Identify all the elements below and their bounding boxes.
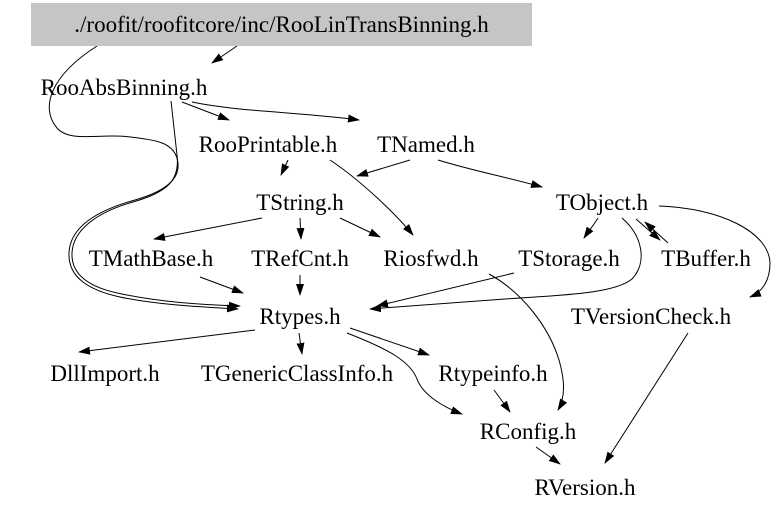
- graph-node-RVersion[interactable]: RVersion.h: [534, 475, 636, 500]
- graph-node-RooPrintable[interactable]: RooPrintable.h: [198, 132, 338, 157]
- edge-TStorage-to-Rtypes: [376, 272, 515, 308]
- graph-node-TString[interactable]: TString.h: [256, 190, 344, 215]
- edge-Rtypeinfo-to-RConfig: [493, 389, 511, 413]
- edge-TString-to-TMathBase: [153, 217, 263, 241]
- graph-node-RConfig[interactable]: RConfig.h: [479, 419, 577, 444]
- graph-node-Riosfwd[interactable]: Riosfwd.h: [383, 246, 479, 271]
- graph-node-main[interactable]: ./roofit/roofitcore/inc/RooLinTransBinni…: [31, 3, 532, 46]
- edge-Rtypes-to-DllImport: [78, 329, 256, 355]
- graph-node-TGenericClassInfo[interactable]: TGenericClassInfo.h: [200, 361, 394, 386]
- graph-node-TNamed[interactable]: TNamed.h: [377, 132, 475, 157]
- edge-TString-to-Riosfwd: [339, 217, 381, 238]
- edge-Rtypes-to-RConfig: [346, 332, 463, 415]
- edge-TObject-to-Rtypes: [369, 217, 642, 313]
- graph-node-Rtypeinfo[interactable]: Rtypeinfo.h: [438, 361, 548, 386]
- edge-TObject-to-TVersionCheck: [658, 205, 771, 298]
- graph-node-DllImport[interactable]: DllImport.h: [50, 361, 160, 386]
- edge-TString-to-TRefCnt: [296, 217, 305, 240]
- edge-Riosfwd-to-RConfig: [488, 273, 568, 411]
- edge-main-to-RooAbsBinning: [211, 45, 238, 64]
- edge-RooAbsBinning-to-Rtypes: [71, 100, 241, 310]
- graph-node-Rtypes[interactable]: Rtypes.h: [259, 304, 341, 329]
- graph-node-TObject[interactable]: TObject.h: [555, 190, 649, 215]
- edge-RooAbsBinning-to-RooPrintable: [181, 101, 230, 121]
- edge-TObject-to-TBuffer: [635, 218, 661, 241]
- graph-node-TBuffer[interactable]: TBuffer.h: [661, 246, 751, 271]
- graph-node-TStorage[interactable]: TStorage.h: [518, 246, 620, 271]
- edge-TMathBase-to-Rtypes: [199, 276, 244, 294]
- edge-TVersionCheck-to-RVersion: [604, 332, 689, 464]
- graph-node-TRefCnt[interactable]: TRefCnt.h: [251, 246, 349, 271]
- edge-TBuffer-to-TObject: [644, 221, 669, 244]
- edge-RooPrintable-to-Riosfwd: [329, 159, 414, 236]
- edge-RConfig-to-RVersion: [535, 446, 561, 465]
- edge-Rtypes-to-Rtypeinfo: [349, 327, 430, 356]
- graph-node-TVersionCheck[interactable]: TVersionCheck.h: [570, 304, 732, 329]
- graph-node-RooAbsBinning[interactable]: RooAbsBinning.h: [40, 75, 208, 100]
- edge-RooPrintable-to-TString: [280, 159, 290, 176]
- graph-node-TMathBase[interactable]: TMathBase.h: [88, 246, 214, 271]
- edge-TNamed-to-TString: [356, 159, 411, 177]
- edge-RooAbsBinning-to-TNamed: [191, 101, 360, 123]
- edge-Rtypes-to-TGenericClassInfo: [296, 332, 305, 355]
- edge-TObject-to-TStorage: [583, 217, 599, 239]
- edge-TNamed-to-TObject: [437, 159, 543, 188]
